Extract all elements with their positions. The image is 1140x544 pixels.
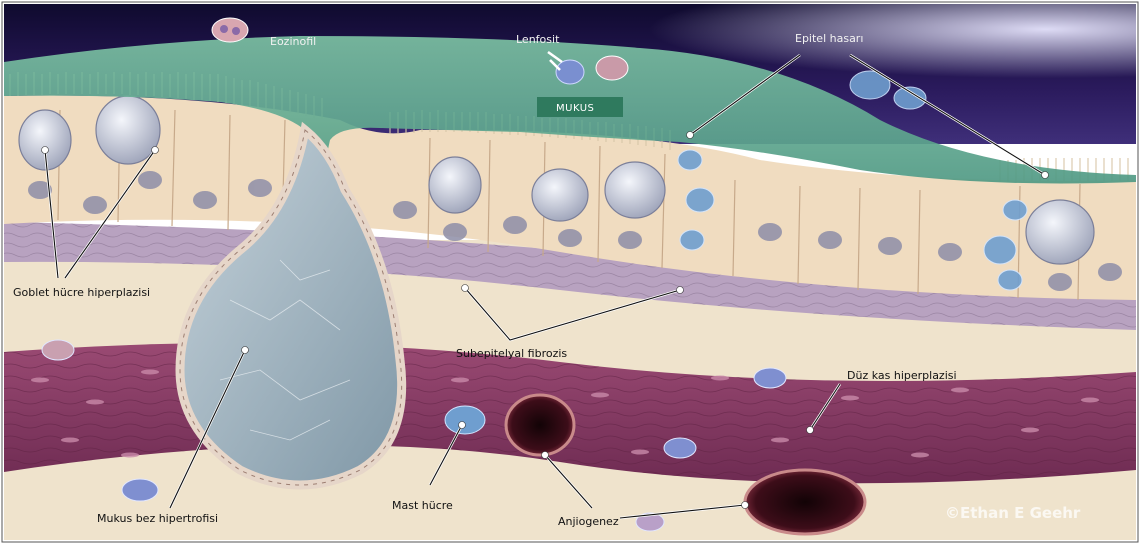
label-goblet: Goblet hücre hiperplazisi (13, 286, 150, 299)
copyright-watermark: ©Ethan E Geehr (945, 504, 1081, 522)
label-lenfosit: Lenfosit (516, 33, 560, 46)
mast-cell (445, 406, 485, 434)
eosinophil-cell (212, 18, 248, 42)
label-subepitelyal: Subepitelyal fibrozis (456, 347, 567, 360)
blood-vessel-1 (506, 395, 574, 455)
label-anjiogenez: Anjiogenez (558, 515, 619, 528)
label-epitel-hasari: Epitel hasarı (795, 32, 863, 45)
label-mukus-bez: Mukus bez hipertrofisi (97, 512, 218, 525)
blood-vessel-2 (745, 470, 865, 534)
label-eozinofil: Eozinofil (270, 35, 316, 48)
label-mukus: MUKUS (556, 103, 594, 114)
label-duz-kas: Düz kas hiperplazisi (847, 369, 957, 382)
label-mast: Mast hücre (392, 499, 453, 512)
